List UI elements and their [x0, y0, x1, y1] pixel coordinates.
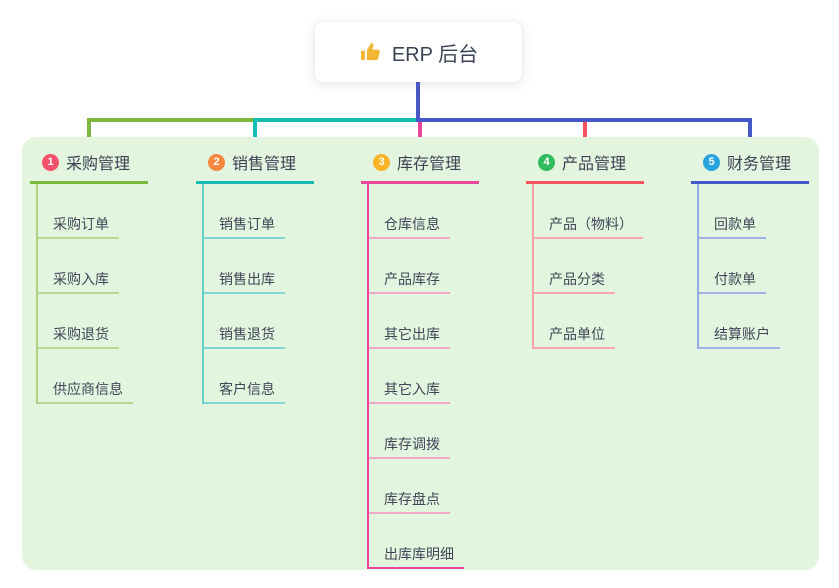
mindmap-node[interactable]: 采购退货	[38, 294, 119, 349]
branch-title-label: 财务管理	[727, 156, 792, 173]
branch-number-badge: 2	[208, 153, 225, 171]
mindmap-node[interactable]: 产品（物料）	[534, 184, 643, 239]
branch-number-badge: 5	[703, 153, 720, 171]
mindmap-node[interactable]: 客户信息	[204, 349, 285, 404]
branch-items: 采购订单采购入库采购退货供应商信息	[36, 184, 148, 404]
mindmap-node[interactable]: 采购入库	[38, 239, 119, 294]
branch-connector-drop	[253, 118, 257, 148]
branch-title-label: 库存管理	[397, 156, 462, 173]
mindmap-node[interactable]: 出库库明细	[369, 514, 464, 569]
branch-title-label: 销售管理	[232, 156, 297, 173]
mindmap-node[interactable]: 采购订单	[38, 184, 119, 239]
branch-title[interactable]: 5 财务管理	[691, 142, 809, 184]
mindmap-node[interactable]: 销售退货	[204, 294, 285, 349]
branch-connector-h	[416, 118, 752, 122]
mindmap-node[interactable]: 其它入库	[369, 349, 450, 404]
branch-title-label: 产品管理	[562, 156, 627, 173]
branch-title[interactable]: 3 库存管理	[361, 142, 479, 184]
branch-title[interactable]: 4 产品管理	[526, 142, 644, 184]
mindmap-node[interactable]: 供应商信息	[38, 349, 133, 404]
mindmap-node[interactable]: 仓库信息	[369, 184, 450, 239]
branch-connector-drop	[418, 122, 422, 148]
mindmap-node[interactable]: 销售出库	[204, 239, 285, 294]
mindmap-node[interactable]: 付款单	[699, 239, 766, 294]
branch-connector-h	[253, 118, 420, 122]
root-title: ERP 后台	[391, 43, 479, 66]
branch-items: 回款单付款单结算账户	[697, 184, 809, 349]
branch-number-badge: 4	[538, 153, 555, 171]
branch-3: 3 库存管理仓库信息产品库存其它出库其它入库库存调拨库存盘点出库库明细	[361, 142, 479, 569]
root-connector-line	[416, 82, 420, 122]
branch-connector-drop	[583, 118, 587, 148]
mindmap-node[interactable]: 产品分类	[534, 239, 615, 294]
branch-connector-drop	[748, 118, 752, 148]
branches-panel: 1 采购管理采购订单采购入库采购退货供应商信息 2 销售管理销售订单销售出库销售退货客…	[22, 137, 819, 570]
branch-title[interactable]: 1 采购管理	[30, 142, 148, 184]
branch-2: 2 销售管理销售订单销售出库销售退货客户信息	[196, 142, 314, 404]
mindmap-node[interactable]: 库存盘点	[369, 459, 450, 514]
branch-connector-drop	[87, 118, 91, 148]
mindmap-node[interactable]: 回款单	[699, 184, 766, 239]
mindmap-node[interactable]: 结算账户	[699, 294, 780, 349]
branch-title[interactable]: 2 销售管理	[196, 142, 314, 184]
branch-title-label: 采购管理	[66, 156, 131, 173]
branch-items: 销售订单销售出库销售退货客户信息	[202, 184, 314, 404]
branch-number-badge: 1	[42, 153, 59, 171]
root-node[interactable]: ERP 后台	[315, 22, 522, 82]
mindmap-node[interactable]: 销售订单	[204, 184, 285, 239]
mindmap-node[interactable]: 产品库存	[369, 239, 450, 294]
thumbs-up-icon	[360, 42, 380, 60]
mindmap-node[interactable]: 库存调拨	[369, 404, 450, 459]
branch-items: 产品（物料）产品分类产品单位	[532, 184, 644, 349]
mindmap-node[interactable]: 其它出库	[369, 294, 450, 349]
branch-5: 5 财务管理回款单付款单结算账户	[691, 142, 809, 349]
mindmap-node[interactable]: 产品单位	[534, 294, 615, 349]
branch-items: 仓库信息产品库存其它出库其它入库库存调拨库存盘点出库库明细	[367, 184, 479, 569]
branch-number-badge: 3	[373, 153, 390, 171]
branch-4: 4 产品管理产品（物料）产品分类产品单位	[526, 142, 644, 349]
branch-1: 1 采购管理采购订单采购入库采购退货供应商信息	[30, 142, 148, 404]
